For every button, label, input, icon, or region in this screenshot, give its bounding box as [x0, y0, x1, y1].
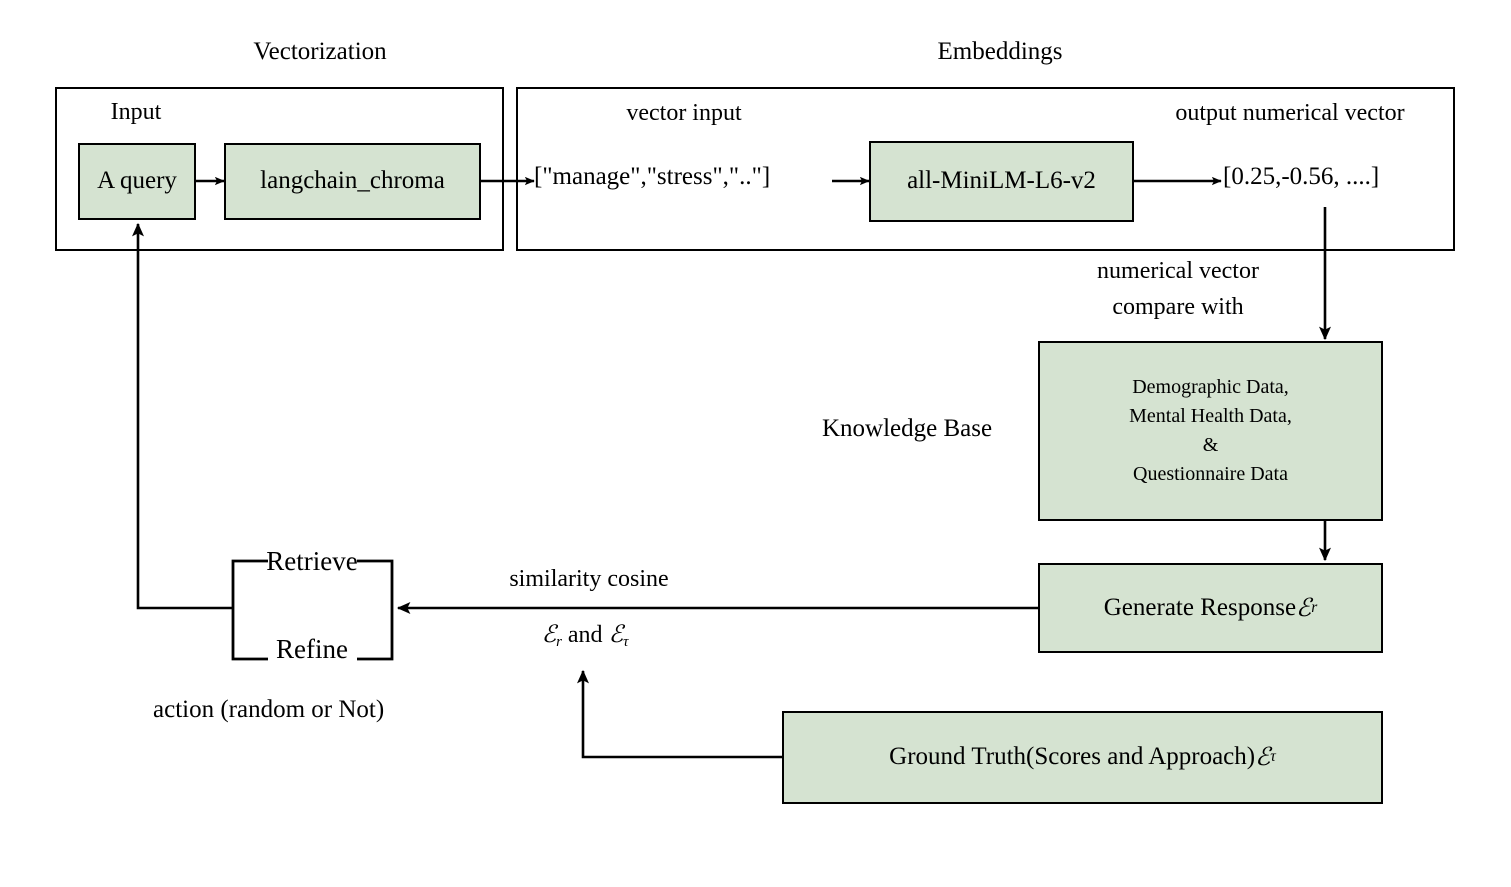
section-title-embeddings: Embeddings	[937, 38, 1063, 65]
input-label: Input	[110, 99, 162, 125]
similarity-symbols-label: ℰr and ℰτ	[542, 620, 629, 651]
token-vector-text: ["manage","stress",".."]	[534, 163, 771, 190]
similarity-subscript-2: τ	[623, 634, 629, 651]
ground-truth-subscript: τ	[1270, 748, 1276, 766]
action-label: action (random or Not)	[153, 696, 385, 723]
langchain-chroma-box[interactable]: langchain_chroma	[224, 143, 481, 220]
arrow-groundtruth-to-similarity	[577, 669, 782, 759]
output-vector-label: output numerical vector	[1175, 100, 1405, 126]
embedding-model-box[interactable]: all-MiniLM-L6-v2	[869, 141, 1134, 222]
kb-line-4: Questionnaire Data	[1133, 463, 1288, 485]
similarity-symbol-1: ℰ	[541, 620, 557, 648]
compare-label-line2: compare with	[1112, 294, 1244, 320]
decision-bracket-left	[231, 559, 268, 661]
kb-line-1: Demographic Data,	[1132, 376, 1289, 398]
ground-truth-text: Ground Truth(Scores and Approach)	[889, 743, 1256, 771]
decision-option-retrieve[interactable]: Retrieve	[266, 546, 358, 576]
numerical-vector-text: [0.25,-0.56, ....]	[1223, 163, 1380, 190]
query-box[interactable]: A query	[78, 143, 196, 220]
similarity-cosine-label: similarity cosine	[509, 566, 669, 592]
vector-input-label: vector input	[626, 100, 742, 126]
similarity-symbol-2: ℰ	[608, 620, 624, 648]
ground-truth-symbol: ℰ	[1255, 742, 1271, 772]
vectorization-container	[55, 87, 504, 251]
kb-line-2: Mental Health Data,	[1129, 405, 1292, 427]
generate-response-subscript: r	[1311, 598, 1318, 616]
section-title-vectorization: Vectorization	[253, 38, 387, 65]
decision-bracket-right	[357, 559, 394, 661]
similarity-subscript-1: r	[556, 634, 562, 651]
knowledge-base-label: Knowledge Base	[822, 415, 993, 442]
similarity-and: and	[561, 622, 609, 648]
generate-response-text: Generate Response	[1103, 593, 1297, 621]
arrow-decision-feedback-to-query	[132, 222, 232, 610]
decision-option-refine[interactable]: Refine	[276, 634, 348, 664]
compare-label-line1: numerical vector	[1097, 258, 1259, 284]
generate-response-symbol: ℰ	[1296, 592, 1312, 622]
knowledge-base-box[interactable]: Demographic Data, Mental Health Data, & …	[1038, 341, 1383, 521]
embeddings-container	[516, 87, 1455, 251]
kb-line-3: &	[1202, 434, 1219, 456]
